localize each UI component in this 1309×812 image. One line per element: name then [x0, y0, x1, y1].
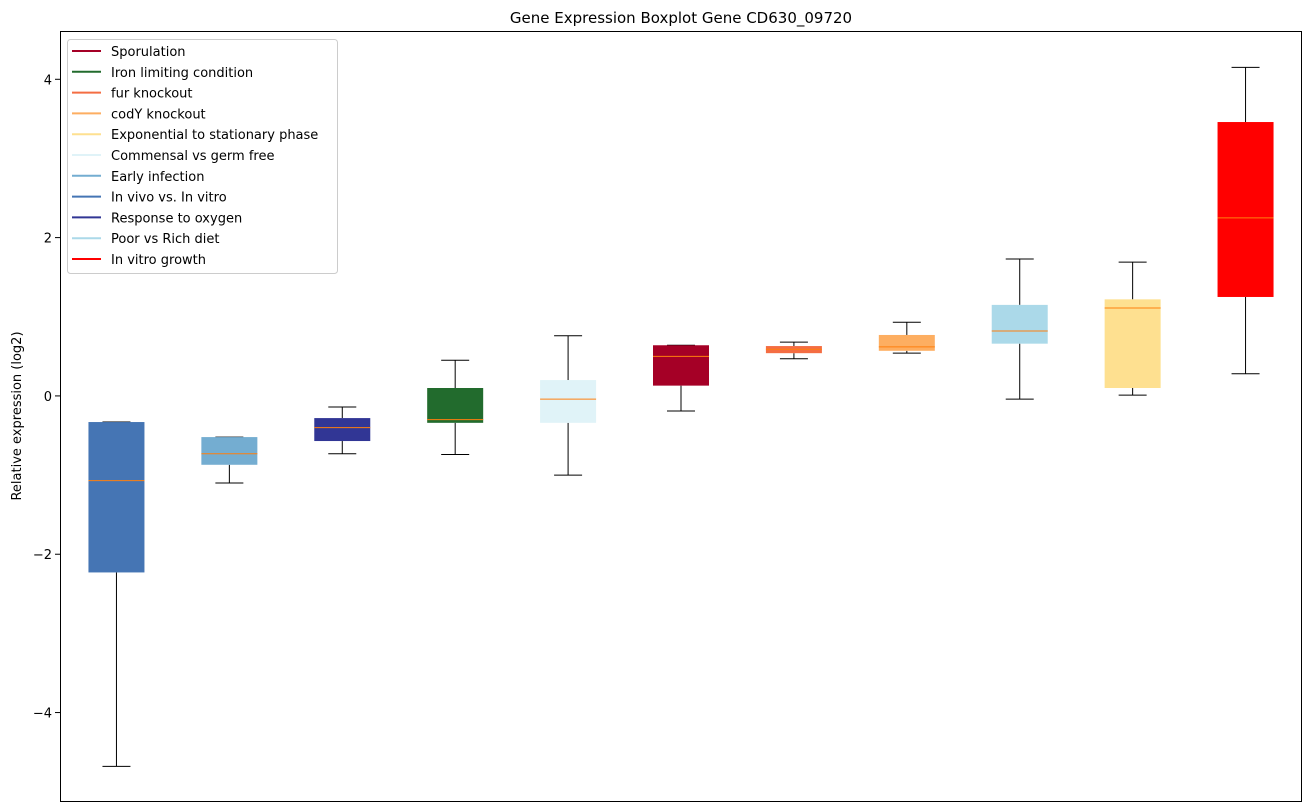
box-group: [653, 344, 709, 412]
legend-label: fur knockout: [111, 87, 193, 102]
y-tick-label: 0: [44, 390, 52, 405]
box: [540, 380, 597, 423]
y-tick-label: 2: [44, 232, 52, 247]
box-group: [878, 321, 935, 354]
legend-label: Commensal vs germ free: [111, 149, 274, 164]
plot-frame: [60, 31, 1302, 802]
legend-label: Poor vs Rich diet: [111, 232, 219, 247]
box: [878, 334, 935, 351]
box-group: [1104, 261, 1161, 396]
legend-label: Response to oxygen: [111, 211, 242, 226]
legend-label: Early infection: [111, 170, 204, 185]
box: [1104, 299, 1161, 389]
box-group: [201, 436, 258, 484]
legend-label: Sporulation: [111, 45, 186, 60]
legend-label: In vitro growth: [111, 253, 206, 268]
legend-label: Iron limiting condition: [111, 66, 253, 81]
box-group: [314, 406, 371, 455]
box: [201, 437, 258, 465]
box-group: [540, 335, 597, 476]
y-tick-label: −4: [33, 707, 52, 722]
box: [653, 345, 709, 386]
chart-title: Gene Expression Boxplot Gene CD630_09720: [510, 9, 852, 28]
box-group: [1217, 66, 1274, 375]
box: [1217, 122, 1274, 297]
box-group: [88, 421, 145, 767]
y-axis-label: Relative expression (log2): [10, 331, 25, 500]
box: [427, 388, 484, 423]
box: [88, 422, 145, 573]
box-group: [427, 359, 484, 455]
y-tick-label: 4: [44, 73, 52, 88]
y-tick-label: −2: [33, 548, 52, 563]
legend-label: In vivo vs. In vitro: [111, 191, 227, 206]
legend-label: Exponential to stationary phase: [111, 128, 318, 143]
legend-frame: [67, 39, 338, 274]
box: [991, 304, 1048, 344]
box-group: [765, 341, 822, 360]
box: [314, 418, 371, 442]
box-group: [991, 258, 1048, 400]
legend-label: codY knockout: [111, 107, 206, 122]
